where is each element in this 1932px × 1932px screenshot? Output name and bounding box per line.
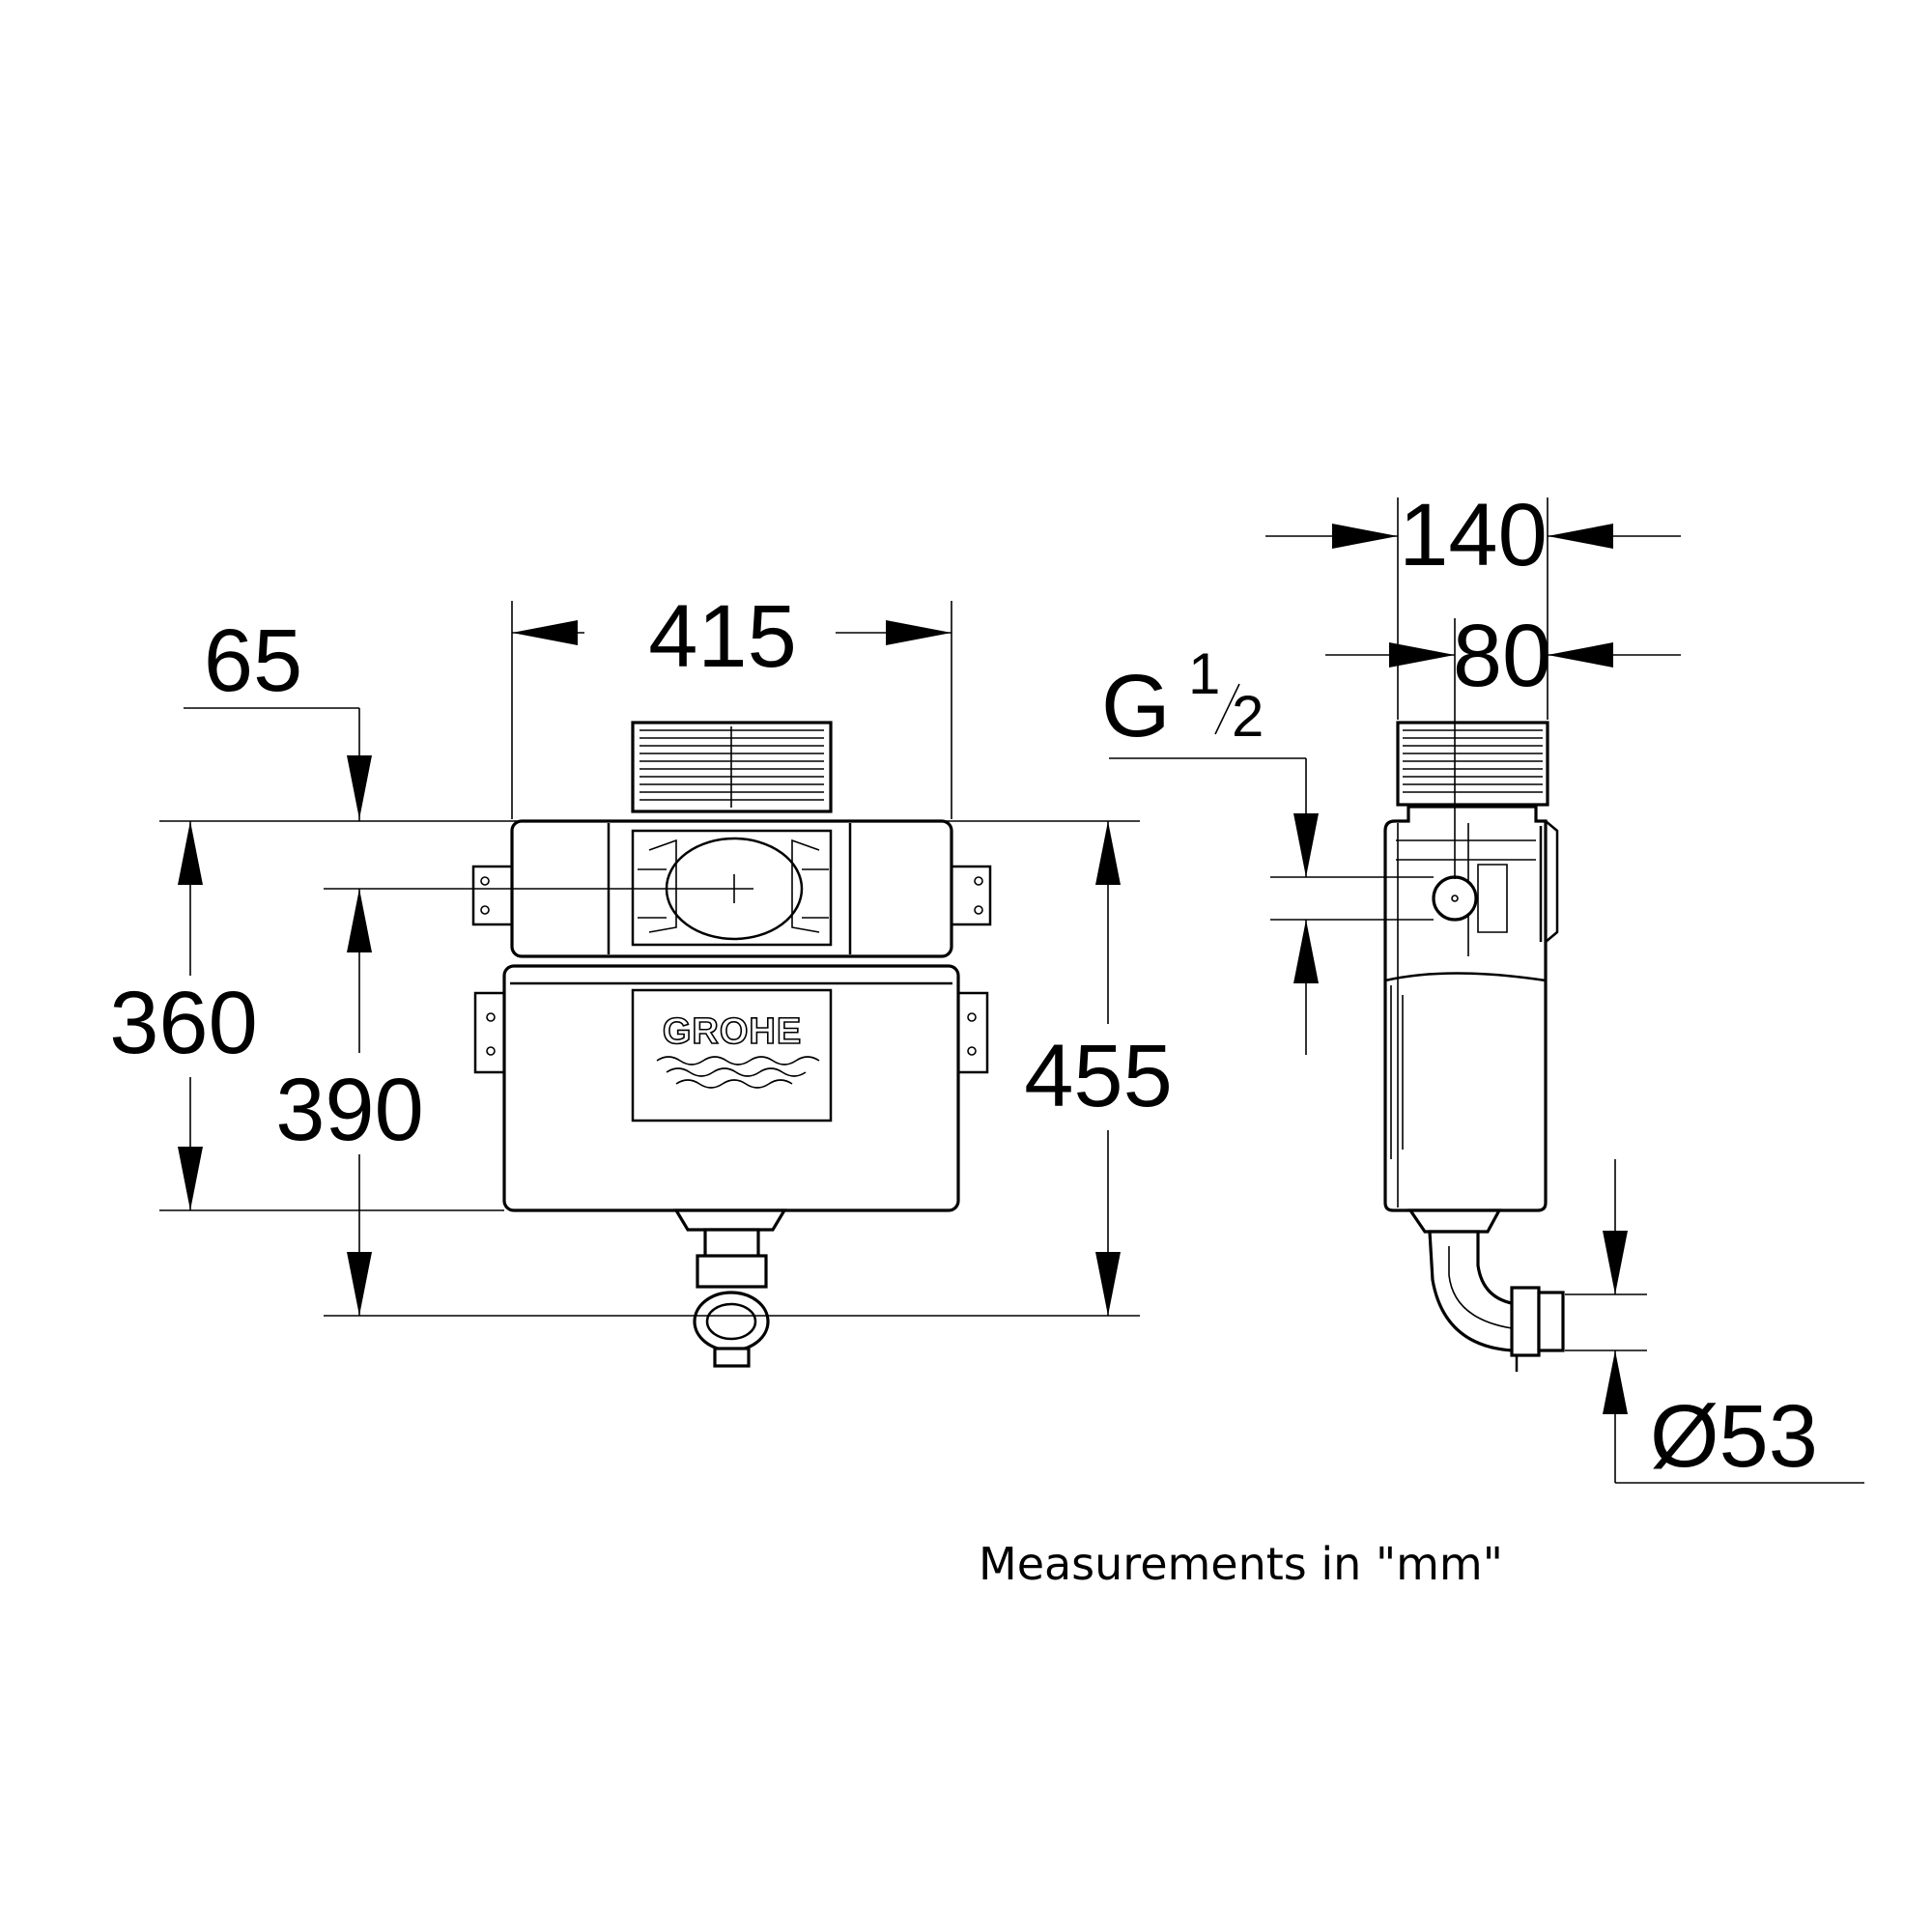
dim-inlet-thread-label: G [1101,657,1171,755]
side-dimension-lines [1109,497,1864,1484]
dim-top-offset-label: 65 [204,611,302,710]
dim-depth-outer-label: 140 [1399,486,1548,584]
dim-depth-inner-label: 80 [1453,607,1551,705]
cistern-tank: GROHE [502,964,960,1212]
side-outlet [1406,1208,1565,1372]
dim-inlet-fraction-den: 2 [1232,684,1264,749]
side-neck [1396,721,1549,807]
top-neck [631,721,833,813]
front-dimension-lines [159,601,1140,1317]
dim-outlet-height-label: 390 [275,1061,424,1159]
side-view: 140 80 G 1 2 Ø53 [1101,486,1864,1486]
units-note: Measurements in "mm" [979,1538,1503,1590]
dim-outlet-diameter-label: Ø53 [1650,1387,1818,1486]
brand-logo: GROHE [663,1011,802,1052]
dim-total-height-label: 455 [1024,1027,1173,1125]
upper-housing [510,819,953,958]
outlet-pipe [673,1208,787,1368]
front-view: GROHE [109,587,1173,1368]
dim-width-label: 415 [648,587,797,686]
lower-brackets [473,991,989,1074]
dim-tank-height-label: 360 [109,974,258,1072]
upper-brackets [471,865,992,926]
side-body [1383,805,1559,1212]
dim-inlet-fraction-num: 1 [1188,641,1220,706]
